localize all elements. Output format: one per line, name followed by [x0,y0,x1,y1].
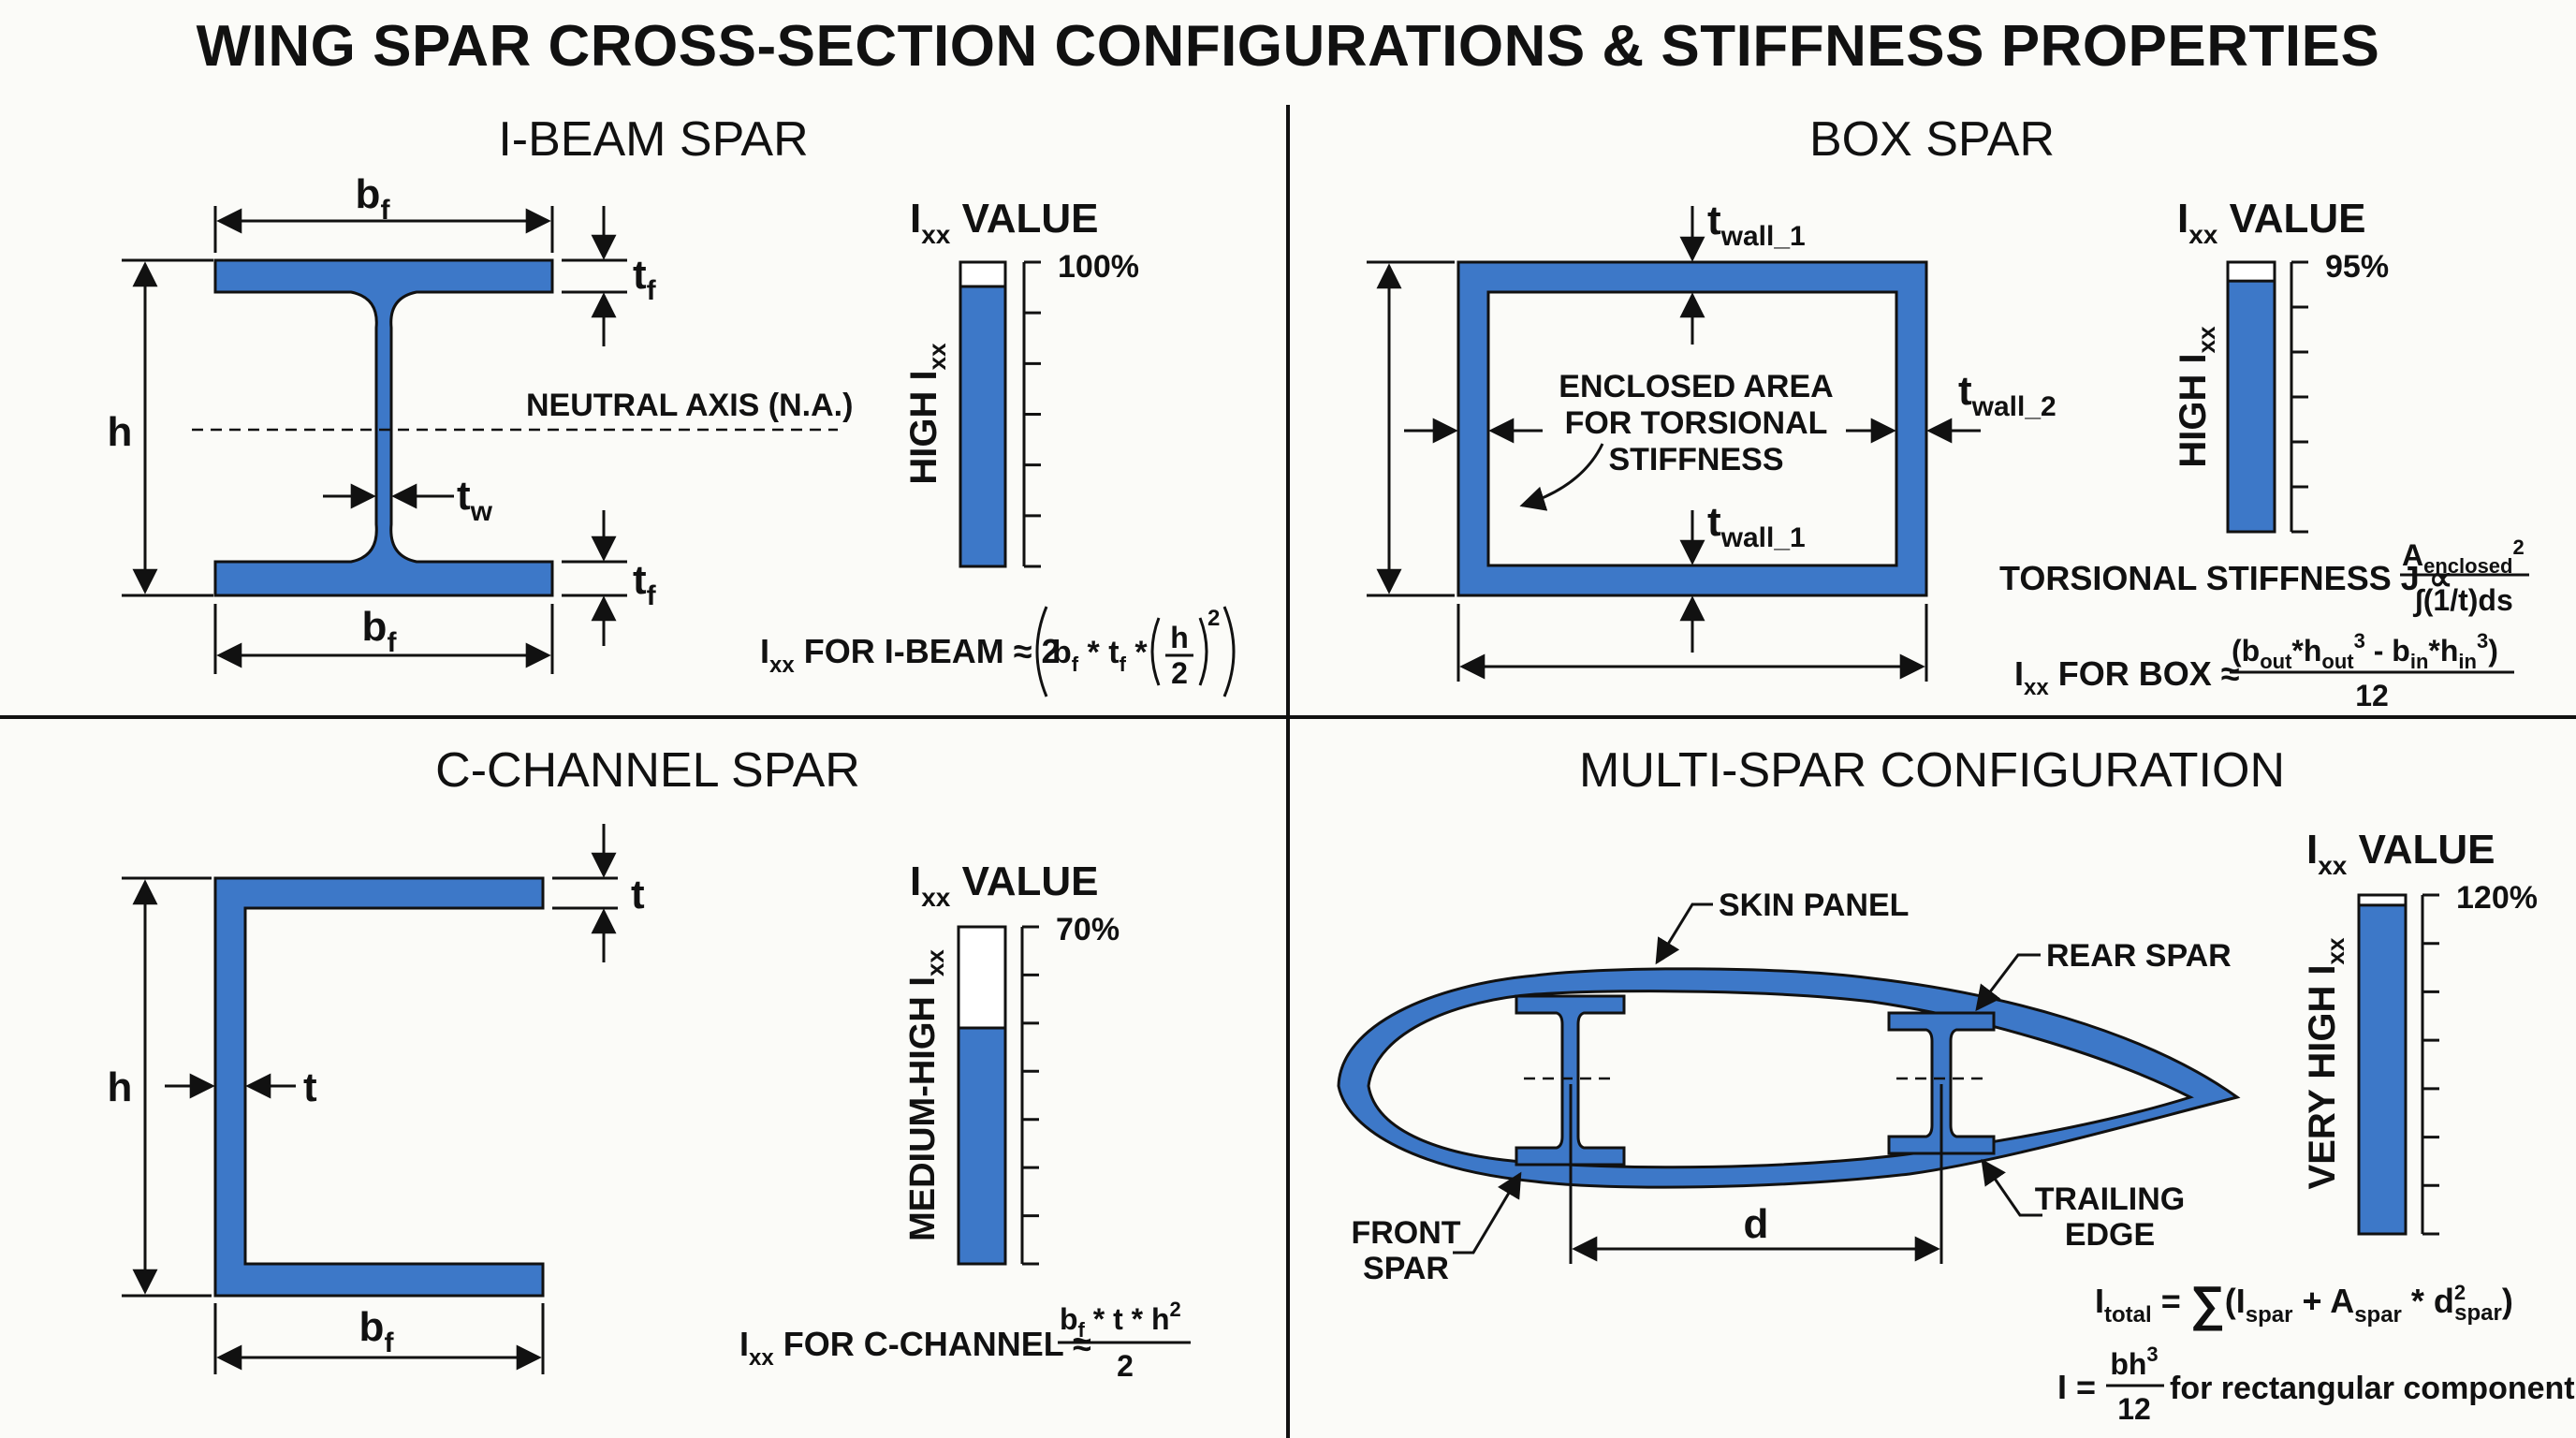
multispar-gauge-side-label: VERY HIGH Ixx [2302,937,2349,1190]
ibeam-tw-label: tw [457,473,493,527]
svg-text:for rectangular components: for rectangular components [2170,1371,2576,1406]
box-gauge-percent: 95% [2325,249,2389,285]
box-section [1456,260,1928,597]
svg-text:Ixx FOR C-CHANNEL ≈: Ixx FOR C-CHANNEL ≈ [739,1325,1091,1371]
ibeam-gauge-percent: 100% [1058,249,1139,285]
svg-text:2: 2 [1208,606,1220,631]
cchannel-gauge-percent: 70% [1056,912,1120,947]
ibeam-bf-top-label: bf [356,171,391,226]
multispar-rect-formula: I = bh3 12 for rectangular components [2057,1343,2576,1426]
ibeam-bf-bottom-label: bf [362,604,398,658]
box-wall-right-label: twall_2 [1958,368,2056,422]
cchannel-thk-web-label: t [303,1064,317,1110]
multispar-gauge-fill [2357,903,2408,1236]
svg-text:12: 12 [2355,679,2389,712]
rear-spar-label: REAR SPAR [2046,938,2232,974]
front-spar-label-2: SPAR [1363,1251,1449,1286]
svg-text:bf * tf *: bf * tf * [1052,635,1148,676]
box-gauge-header: Ixx VALUE [2177,196,2365,249]
svg-text:TORSIONAL STIFFNESS J ∝: TORSIONAL STIFFNESS J ∝ [1999,559,2452,597]
cchannel-bf-label: bf [359,1304,395,1358]
box-panel: BOX SPAR twall_1 twall_1 twall_2 ENCLOSE… [1367,112,2529,712]
cchannel-gauge-fill [957,1026,1007,1266]
multispar-panel: MULTI-SPAR CONFIGURATION d SKIN PANEL RE… [1337,743,2576,1426]
cchannel-gauge-header: Ixx VALUE [910,858,1098,912]
svg-text:∫(1/t)ds: ∫(1/t)ds [2412,583,2513,618]
ibeam-gauge-side-label: HIGH Ixx [903,343,951,485]
multispar-gauge-header: Ixx VALUE [2306,827,2495,880]
box-enclosed-line-1: ENCLOSED AREA [1559,369,1833,404]
multispar-distance-label: d [1744,1201,1769,1247]
box-gauge-fill [2226,279,2276,534]
box-wall-bottom-label: twall_1 [1707,499,1806,553]
cchannel-gauge-scale [1020,925,1039,1266]
box-enclosed-line-2: FOR TORSIONAL [1565,405,1828,441]
svg-text:12: 12 [2117,1392,2151,1426]
box-wall-top-label: twall_1 [1707,198,1806,252]
ibeam-tf-top-label: tf [633,252,657,306]
svg-text:bf * t * h2: bf * t * h2 [1060,1298,1181,1342]
svg-text:2: 2 [1117,1349,1134,1383]
box-enclosed-line-3: STIFFNESS [1608,442,1783,477]
cchannel-gauge-side-label: MEDIUM-HIGH Ixx [903,949,949,1241]
ibeam-gauge-scale [1022,260,1041,568]
ibeam-neutral-axis-label: NEUTRAL AXIS (N.A.) [526,388,853,423]
svg-text:h: h [1170,621,1189,654]
box-title: BOX SPAR [1809,112,2055,167]
cchannel-panel: C-CHANNEL SPAR t t h bf Ixx VALUE 70% ME… [108,743,1191,1383]
ibeam-gauge-header: Ixx VALUE [910,196,1098,249]
rear-spar [1887,1011,1996,1155]
front-spar [1515,994,1626,1167]
cchannel-section [213,876,545,1298]
ibeam-panel: I-BEAM SPAR bf bf h tf tf tw NEUTRAL AXI… [108,112,1236,697]
svg-text:Ixx FOR BOX ≈: Ixx FOR BOX ≈ [2014,654,2239,700]
ibeam-formula: Ixx FOR I-BEAM ≈ 2 bf * tf * h 2 2 [760,606,1236,697]
box-gauge-scale [2290,260,2308,534]
trailing-edge-label-1: TRAILING [2035,1181,2186,1217]
ibeam-title: I-BEAM SPAR [498,112,808,167]
ibeam-height-label: h [108,409,133,455]
cchannel-thk-top-label: t [631,872,645,917]
box-ixx-formula: Ixx FOR BOX ≈ (bout*hout3 - bin*hin3) 12 [2014,629,2514,712]
cchannel-formula: Ixx FOR C-CHANNEL ≈ bf * t * h2 2 [739,1298,1191,1383]
ibeam-tf-bottom-label: tf [633,557,657,611]
svg-text:2: 2 [1171,656,1188,690]
airfoil-skin [1337,967,2241,1189]
ibeam-gauge-fill [959,285,1007,568]
multispar-gauge-scale [2421,893,2439,1236]
cchannel-title: C-CHANNEL SPAR [435,743,860,798]
trailing-edge-label-2: EDGE [2065,1217,2155,1253]
multispar-gauge-percent: 120% [2456,880,2538,916]
box-gauge-side-label: HIGH Ixx [2173,326,2220,468]
box-torsion-formula: TORSIONAL STIFFNESS J ∝ Aenclosed2 ∫(1/t… [1999,536,2529,618]
svg-text:I =: I = [2057,1368,2096,1406]
cchannel-height-label: h [108,1064,133,1110]
svg-text:Ixx FOR I-BEAM ≈ 2: Ixx FOR I-BEAM ≈ 2 [760,632,1060,678]
page-title: WING SPAR CROSS-SECTION CONFIGURATIONS &… [196,14,2380,79]
svg-text:bh3: bh3 [2110,1343,2158,1381]
multispar-title: MULTI-SPAR CONFIGURATION [1579,743,2285,798]
front-spar-label-1: FRONT [1351,1215,1460,1251]
svg-text:(bout*hout3 - bin*hin3): (bout*hout3 - bin*hin3) [2232,629,2498,673]
svg-text:Aenclosed2: Aenclosed2 [2402,536,2525,578]
skin-panel-label: SKIN PANEL [1719,888,1909,923]
ibeam-section [213,258,554,597]
